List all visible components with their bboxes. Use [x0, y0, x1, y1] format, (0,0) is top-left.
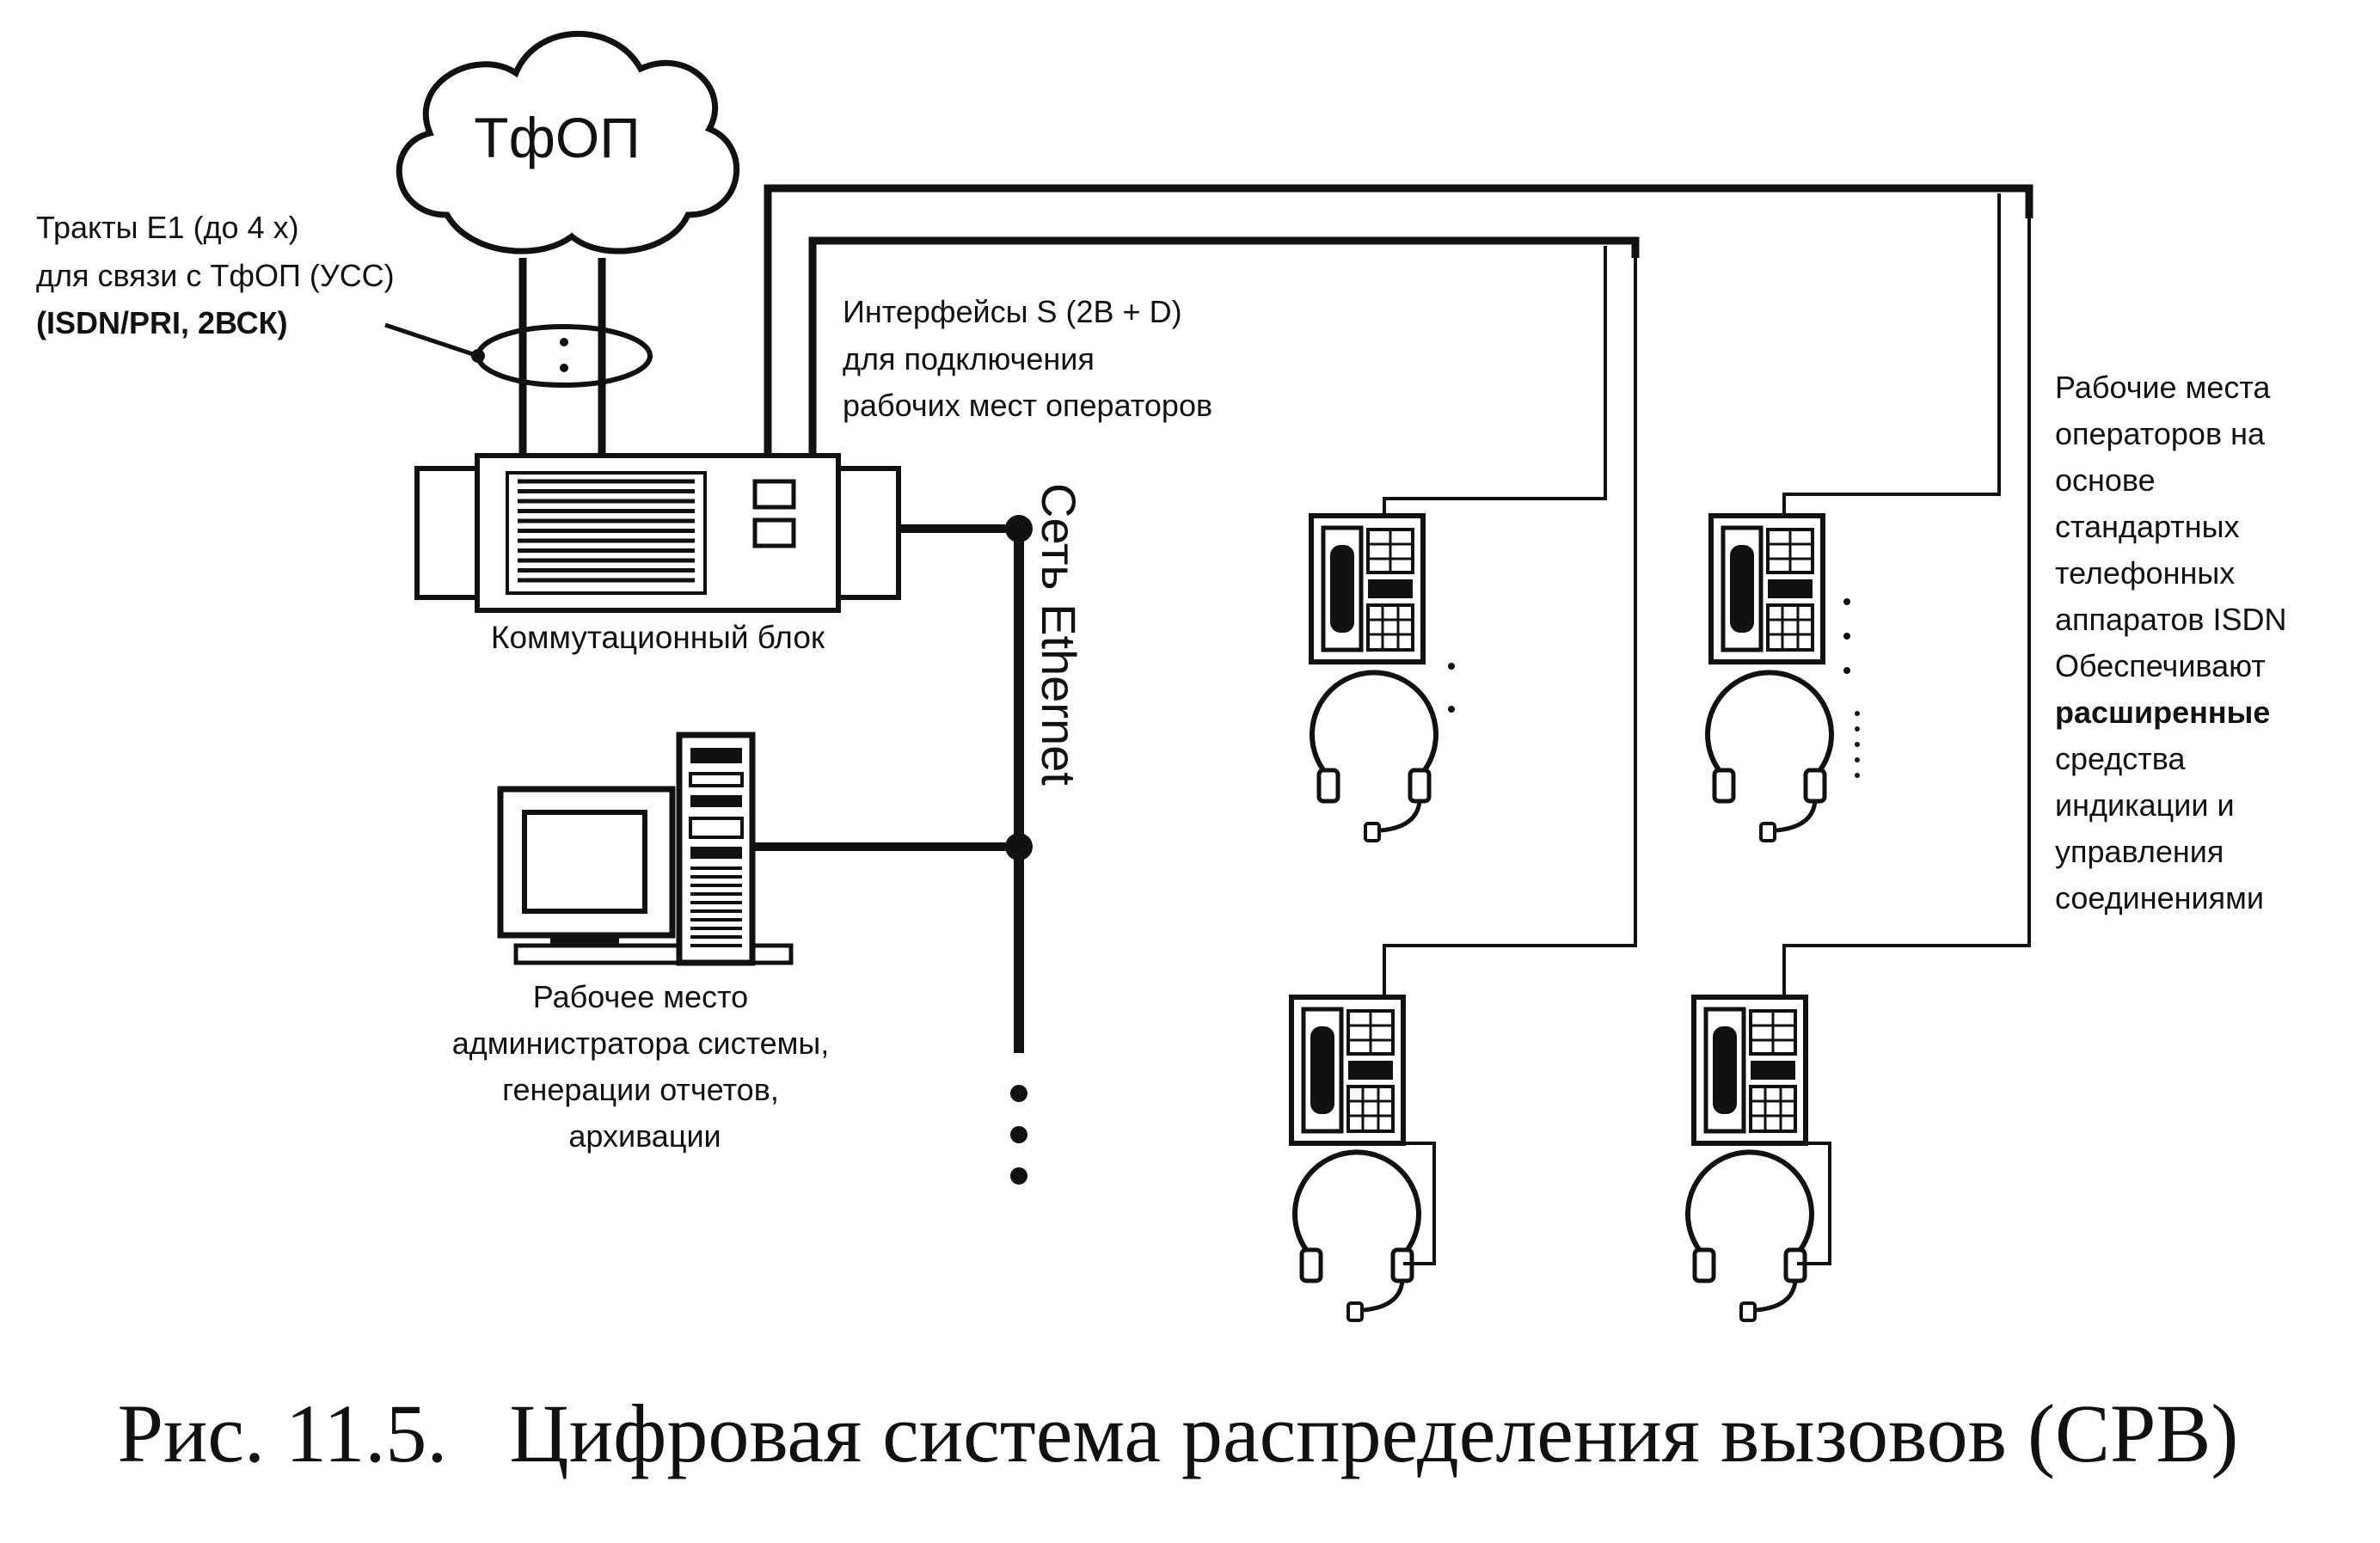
- admin-workstation: [497, 732, 794, 966]
- operator-station-1b: [1711, 516, 1823, 662]
- headset-2a: [1295, 1152, 1419, 1320]
- s-interfaces-note: Интерфейсы S (2B + D) для подключения ра…: [843, 294, 1212, 423]
- e1-trunk-group: [384, 322, 653, 388]
- admin-workstation-label: Рабочее место администратора системы, ге…: [452, 979, 838, 1154]
- continuation-dots: [1010, 598, 1860, 1185]
- operator-station-1a: [1311, 516, 1423, 662]
- pstn-cloud: ТфОП: [396, 30, 740, 254]
- e1-trunks-note: Тракты E1 (до 4 x) для связи с ТфОП (УСС…: [36, 210, 403, 340]
- headset-1b: [1708, 672, 1831, 841]
- switching-block-label: Коммутационный блок: [491, 620, 825, 655]
- wiring: [518, 184, 2033, 1053]
- pstn-label: ТфОП: [474, 106, 640, 169]
- operator-station-2a: [1291, 997, 1403, 1143]
- headset-1a: [1312, 672, 1436, 841]
- operators-note: Рабочие места операторов на основе станд…: [2055, 370, 2296, 915]
- ethernet-label: Сеть Ethernet: [1032, 483, 1086, 786]
- operator-station-2b: [1694, 997, 1806, 1143]
- headset-2b: [1688, 1152, 1812, 1320]
- figure-caption: Рис. 11.5. Цифровая система распределени…: [118, 1387, 2239, 1479]
- switching-block: [414, 453, 901, 613]
